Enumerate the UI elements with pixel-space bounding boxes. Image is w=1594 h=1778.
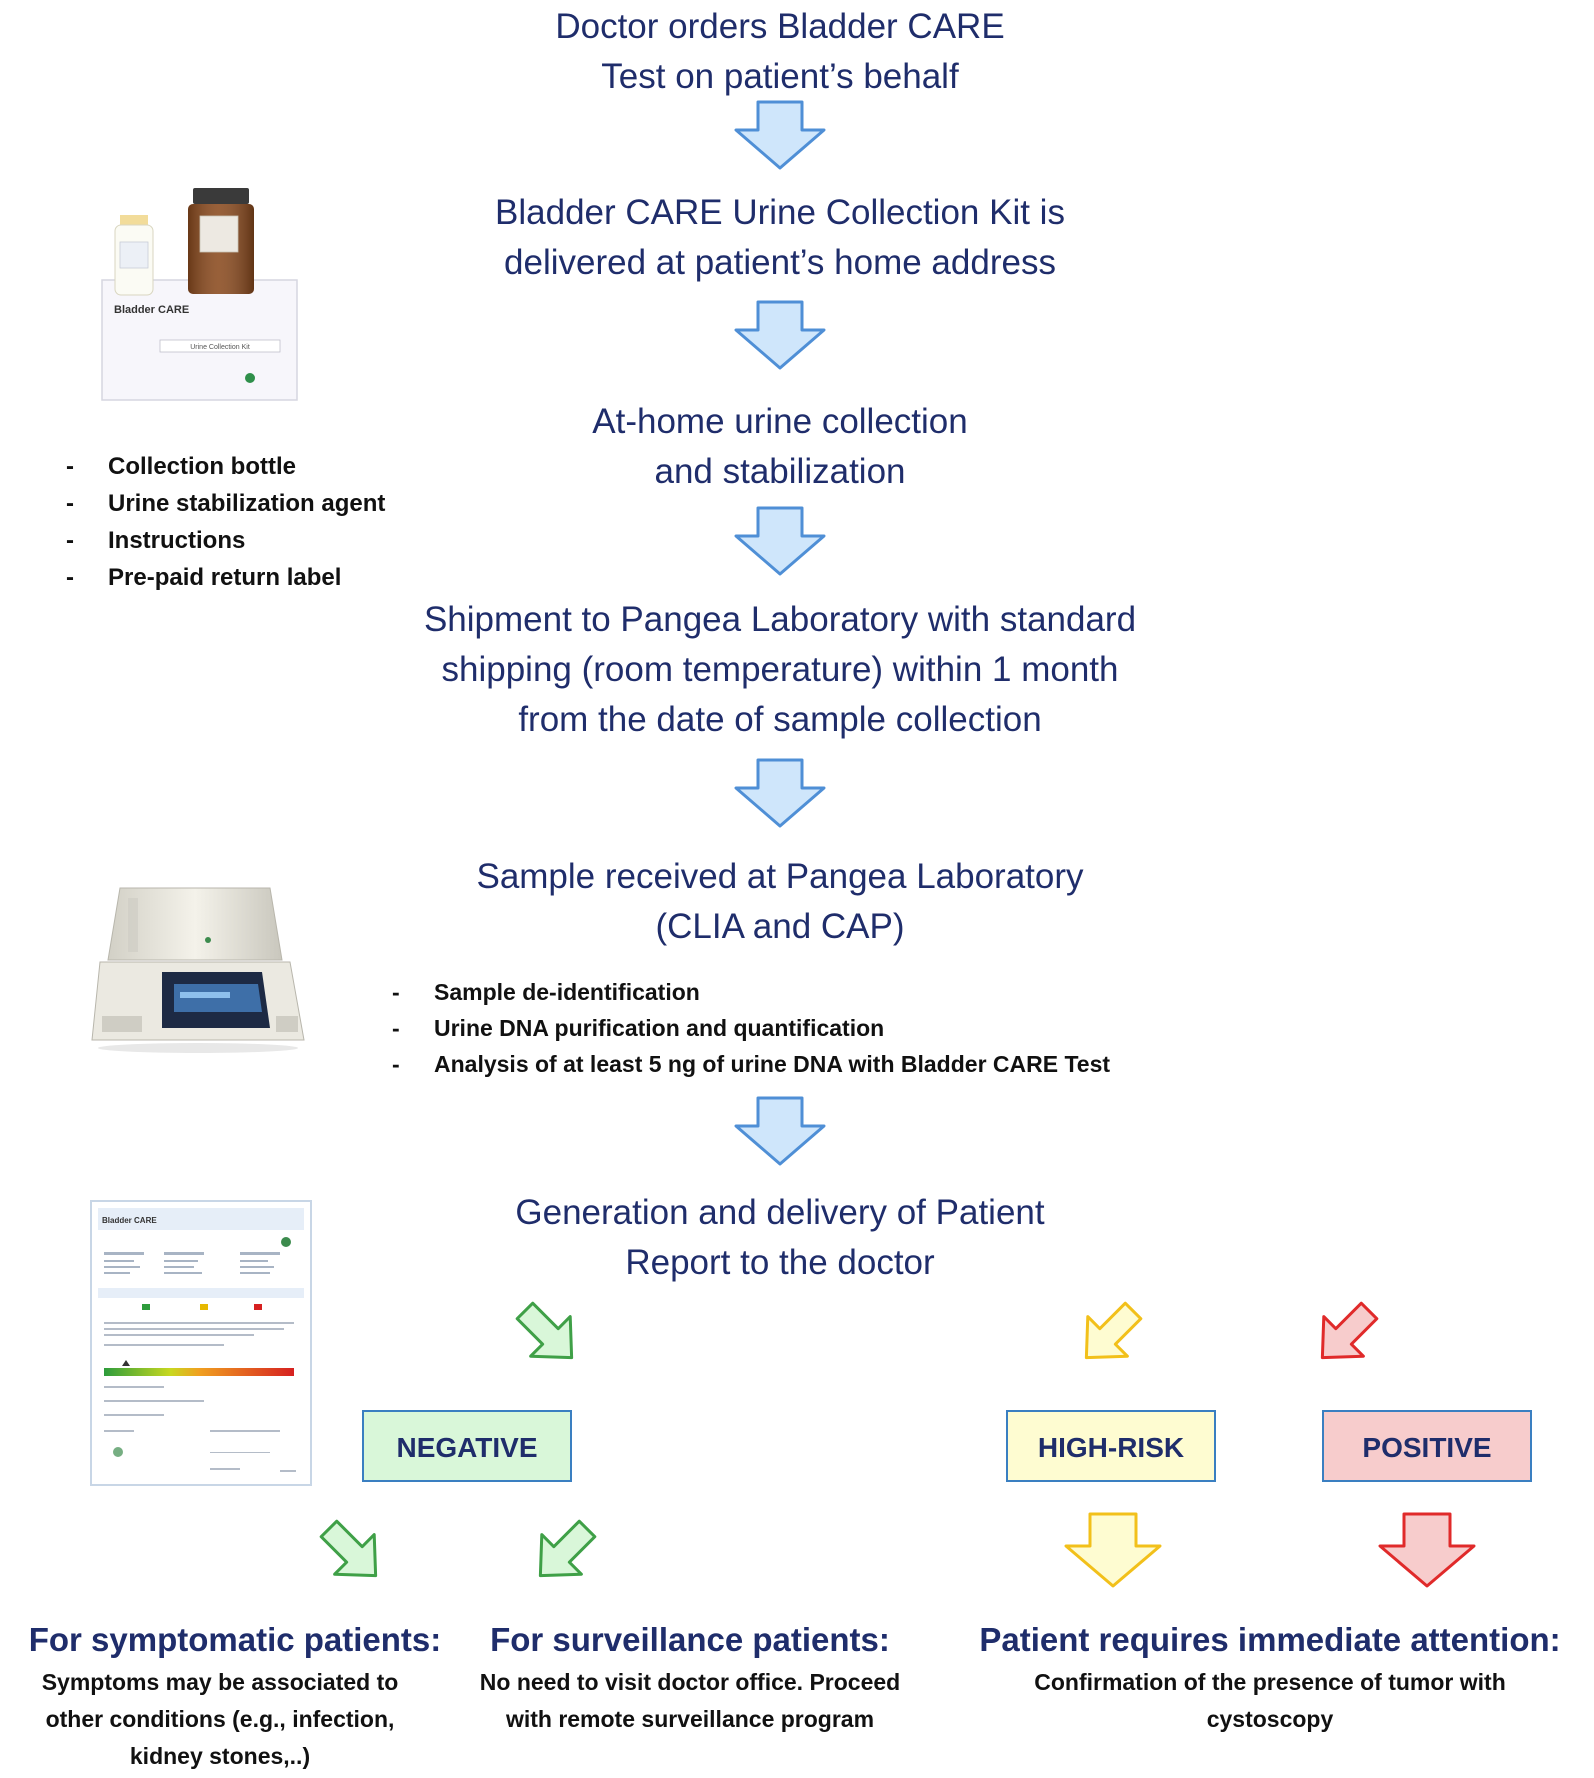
patient-report-image: Bladder CARE xyxy=(90,1200,312,1486)
attention-outcome-text: Confirmation of the presence of tumor wi… xyxy=(980,1664,1560,1738)
step-home-collection-line-1: At-home urine collection xyxy=(592,402,968,441)
step-sample-received-line-1: Sample received at Pangea Laboratory xyxy=(476,857,1084,896)
pcr-instrument-image xyxy=(91,887,305,1053)
lab-item: Urine DNA purification and quantificatio… xyxy=(392,1010,1110,1046)
flow-arrow-down-icon xyxy=(734,100,826,170)
flow-arrow-down-icon xyxy=(734,1096,826,1166)
flow-arrow-down-icon xyxy=(734,300,826,370)
collection-kit-image: Bladder CARE Urine Collection Kit xyxy=(101,188,298,401)
step-kit-delivered: Bladder CARE Urine Collection Kit is del… xyxy=(360,188,1200,288)
flow-arrow-down-icon xyxy=(734,758,826,828)
kit-item: Instructions xyxy=(66,522,385,559)
symptomatic-arrow-icon xyxy=(319,1519,378,1578)
step-doctor-orders-line-2: Test on patient’s behalf xyxy=(601,57,959,96)
positive-down-arrow-icon xyxy=(1378,1512,1476,1588)
step-shipment-line-3: from the date of sample collection xyxy=(518,700,1042,739)
attention-line-2: cystoscopy xyxy=(1206,1706,1334,1732)
report-brand-label: Bladder CARE xyxy=(102,1216,157,1225)
step-shipment: Shipment to Pangea Laboratory with stand… xyxy=(360,595,1200,745)
negative-result-box: NEGATIVE xyxy=(362,1410,572,1482)
kit-item: Collection bottle xyxy=(66,448,385,485)
step-kit-delivered-line-2: delivered at patient’s home address xyxy=(504,243,1056,282)
step-report-generation-line-2: Report to the doctor xyxy=(625,1243,935,1282)
symptomatic-line-3: kidney stones,..) xyxy=(129,1743,311,1769)
high-risk-result-box: HIGH-RISK xyxy=(1006,1410,1216,1482)
lab-item: Analysis of at least 5 ng of urine DNA w… xyxy=(392,1046,1110,1082)
symptomatic-outcome-title: For symptomatic patients: xyxy=(28,1621,442,1658)
step-doctor-orders: Doctor orders Bladder CARE Test on patie… xyxy=(360,2,1200,102)
kit-brand-label: Bladder CARE xyxy=(114,304,189,316)
step-shipment-line-2: shipping (room temperature) within 1 mon… xyxy=(441,650,1119,689)
symptomatic-outcome-text: Symptoms may be associated to other cond… xyxy=(0,1664,440,1775)
high-risk-down-arrow-icon xyxy=(1064,1512,1162,1588)
step-home-collection: At-home urine collection and stabilizati… xyxy=(360,397,1200,497)
attention-line-1: Confirmation of the presence of tumor wi… xyxy=(1034,1669,1506,1695)
kit-item: Urine stabilization agent xyxy=(66,485,385,522)
step-sample-received: Sample received at Pangea Laboratory (CL… xyxy=(360,852,1200,952)
step-report-generation: Generation and delivery of Patient Repor… xyxy=(360,1188,1200,1288)
symptomatic-line-2: other conditions (e.g., infection, xyxy=(45,1706,395,1732)
surveillance-outcome-title: For surveillance patients: xyxy=(490,1621,890,1658)
lab-process-list: Sample de-identification Urine DNA purif… xyxy=(392,974,1110,1082)
kit-box-label: Urine Collection Kit xyxy=(190,344,250,351)
kit-item: Pre-paid return label xyxy=(66,559,385,596)
symptomatic-line-1: Symptoms may be associated to xyxy=(41,1669,399,1695)
surveillance-arrow-icon xyxy=(538,1519,597,1578)
kit-contents-list: Collection bottle Urine stabilization ag… xyxy=(66,448,385,596)
lab-item: Sample de-identification xyxy=(392,974,1110,1010)
attention-outcome-title: Patient requires immediate attention: xyxy=(979,1621,1561,1658)
surveillance-line-2: with remote surveillance program xyxy=(505,1706,875,1732)
step-shipment-line-1: Shipment to Pangea Laboratory with stand… xyxy=(423,600,1137,639)
step-home-collection-line-2: and stabilization xyxy=(654,452,906,491)
step-kit-delivered-line-1: Bladder CARE Urine Collection Kit is xyxy=(495,193,1065,232)
flow-arrow-down-icon xyxy=(734,506,826,576)
surveillance-line-1: No need to visit doctor office. Proceed xyxy=(479,1669,901,1695)
positive-result-box: POSITIVE xyxy=(1322,1410,1532,1482)
positive-branch-arrow-icon xyxy=(1320,1301,1379,1360)
step-report-generation-line-1: Generation and delivery of Patient xyxy=(515,1193,1045,1232)
high-risk-branch-arrow-icon xyxy=(1084,1301,1143,1360)
step-sample-received-line-2: (CLIA and CAP) xyxy=(655,907,905,946)
step-doctor-orders-line-1: Doctor orders Bladder CARE xyxy=(555,7,1005,46)
surveillance-outcome-text: No need to visit doctor office. Proceed … xyxy=(440,1664,940,1738)
negative-branch-arrow-icon xyxy=(515,1301,574,1360)
